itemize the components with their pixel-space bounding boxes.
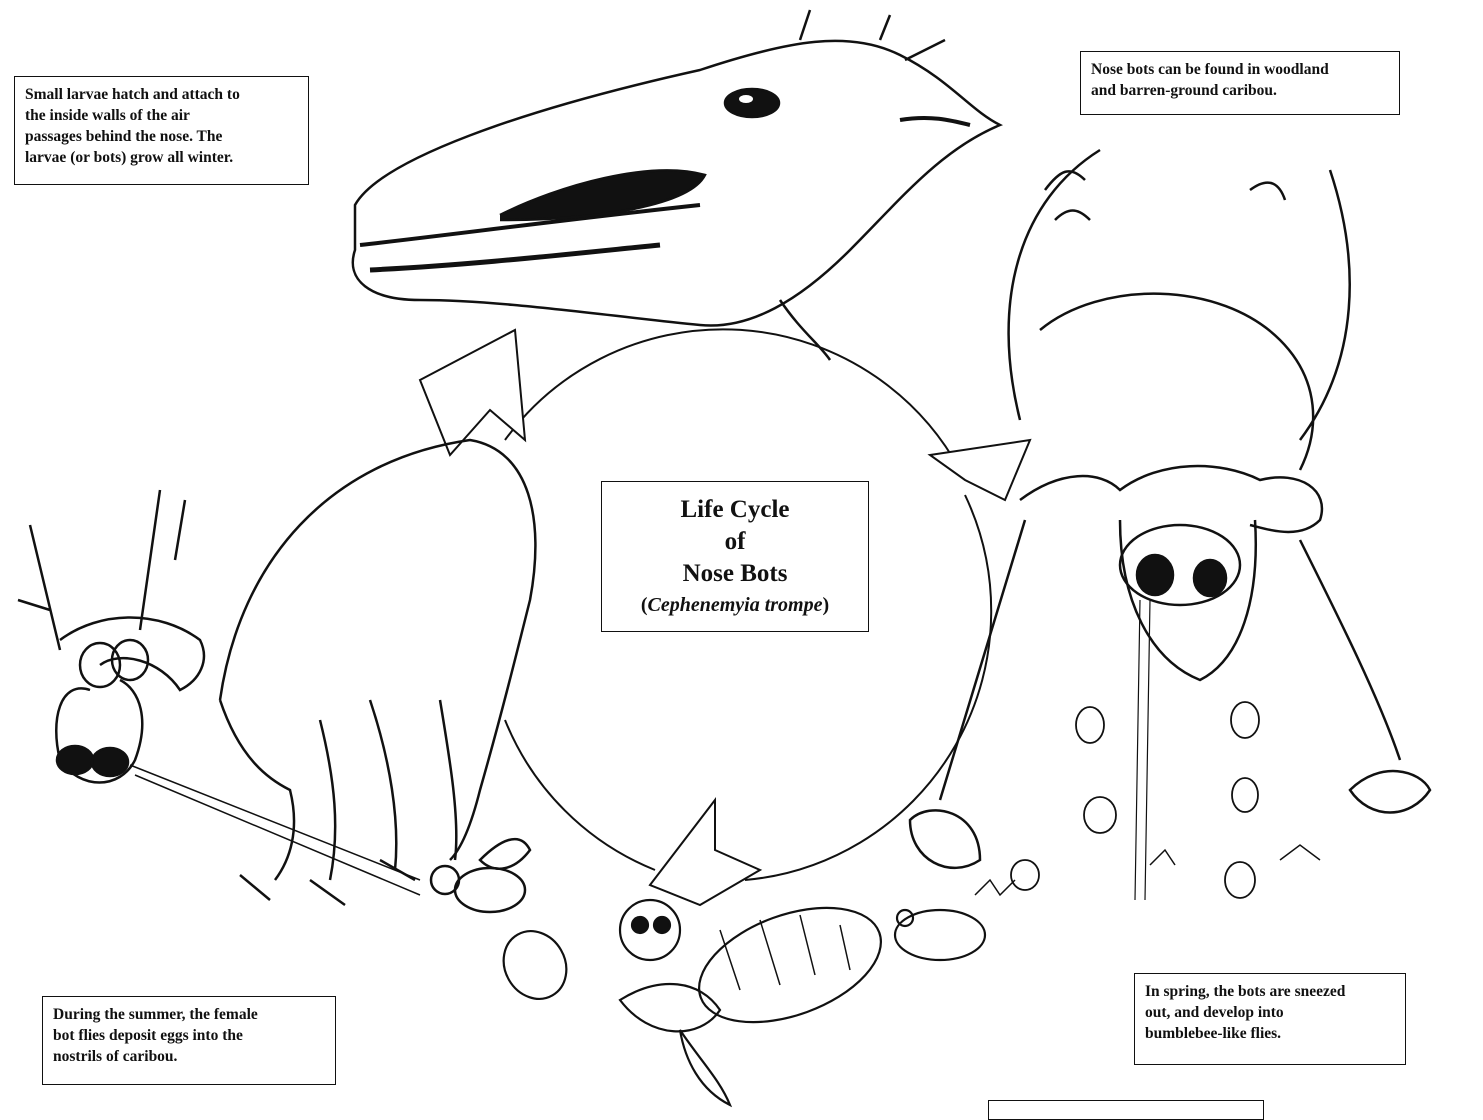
scientific-close: ) [822, 594, 829, 616]
caption-empty-box [988, 1100, 1264, 1120]
caption-summer: During the summer, the female bot flies … [42, 996, 336, 1085]
caption-larvae-line: Small larvae hatch and attach to [25, 84, 298, 105]
caption-spring-line: In spring, the bots are sneezed [1145, 981, 1395, 1002]
caption-woodland: Nose bots can be found in woodland and b… [1080, 51, 1400, 115]
caption-spring: In spring, the bots are sneezed out, and… [1134, 973, 1406, 1065]
caption-summer-line: During the summer, the female [53, 1004, 325, 1025]
caption-woodland-line: and barren-ground caribou. [1091, 80, 1389, 101]
caption-larvae: Small larvae hatch and attach to the ins… [14, 76, 309, 185]
caption-spring-line: out, and develop into [1145, 1002, 1395, 1023]
arrow-head-bottom [650, 800, 760, 905]
scientific-name: (Cephenemyia trompe) [602, 592, 868, 618]
arrow-head-top [420, 330, 525, 455]
scientific-name-text: Cephenemyia trompe [648, 594, 823, 616]
caption-larvae-line: larvae (or bots) grow all winter. [25, 147, 298, 168]
caption-spring-line: bumblebee-like flies. [1145, 1023, 1395, 1044]
caption-larvae-line: passages behind the nose. The [25, 126, 298, 147]
caption-summer-line: nostrils of caribou. [53, 1046, 325, 1067]
sneezing-caribou-icon [910, 150, 1430, 900]
title-line-2: of [602, 526, 868, 558]
cycle-ring [505, 329, 960, 470]
title-line-1: Life Cycle [602, 494, 868, 526]
caption-woodland-line: Nose bots can be found in woodland [1091, 59, 1389, 80]
diagram-title-box: Life Cycle of Nose Bots (Cephenemyia tro… [601, 481, 869, 632]
caption-summer-line: bot flies deposit eggs into the [53, 1025, 325, 1046]
bot-fly-pupa-icon [492, 886, 985, 1105]
arrow-head-right [930, 440, 1030, 500]
scientific-open: ( [641, 594, 648, 616]
title-line-3: Nose Bots [602, 558, 868, 590]
caribou-head-cross-section-icon [353, 10, 1000, 360]
caption-larvae-line: the inside walls of the air [25, 105, 298, 126]
caribou-with-bot-fly-icon [18, 440, 535, 912]
